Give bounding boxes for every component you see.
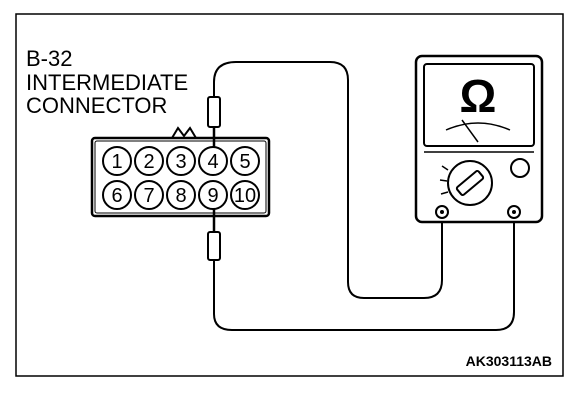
figure-frame <box>15 13 564 377</box>
ohm-symbol: Ω <box>460 70 497 122</box>
gauge-needle <box>461 119 479 143</box>
connector-name-line1: INTERMEDIATE <box>26 70 188 95</box>
gauge-scale <box>445 122 511 131</box>
connector-name-line2: CONNECTOR <box>26 93 167 118</box>
pin-label: 6 <box>111 185 122 207</box>
pin-label: 9 <box>207 185 218 207</box>
dial-knob <box>455 169 485 197</box>
probe-tip-bottom <box>207 231 221 261</box>
connector-pins: 1 2 3 4 5 6 7 8 9 10 <box>102 146 260 210</box>
lead-wire-black <box>213 214 515 331</box>
pin-label: 1 <box>111 151 122 173</box>
pin-label: 5 <box>239 151 250 173</box>
zero-adjust-knob <box>510 158 530 178</box>
pin-10 <box>230 180 260 210</box>
pin-2 <box>134 146 164 176</box>
connector-id: B-32 <box>26 46 72 71</box>
pin-3 <box>166 146 196 176</box>
probe-tip-top <box>207 96 221 128</box>
pin-label: 4 <box>207 151 218 173</box>
pin-5 <box>230 146 260 176</box>
pin-label: 2 <box>143 151 154 173</box>
pin-label: 7 <box>143 185 154 207</box>
lead-wire-red <box>213 61 443 299</box>
multimeter-icon: Ω <box>414 54 544 224</box>
pin-8 <box>166 180 196 210</box>
pin-1 <box>102 146 132 176</box>
pin-label: 3 <box>175 151 186 173</box>
figure-code: AK303113AB <box>466 353 552 369</box>
connector-latch <box>171 126 197 139</box>
pin-label: 10 <box>234 185 256 207</box>
meter-display <box>423 63 535 147</box>
pin-7 <box>134 180 164 210</box>
pin-label: 8 <box>175 185 186 207</box>
probe-icon <box>207 208 221 261</box>
pin-6 <box>102 180 132 210</box>
